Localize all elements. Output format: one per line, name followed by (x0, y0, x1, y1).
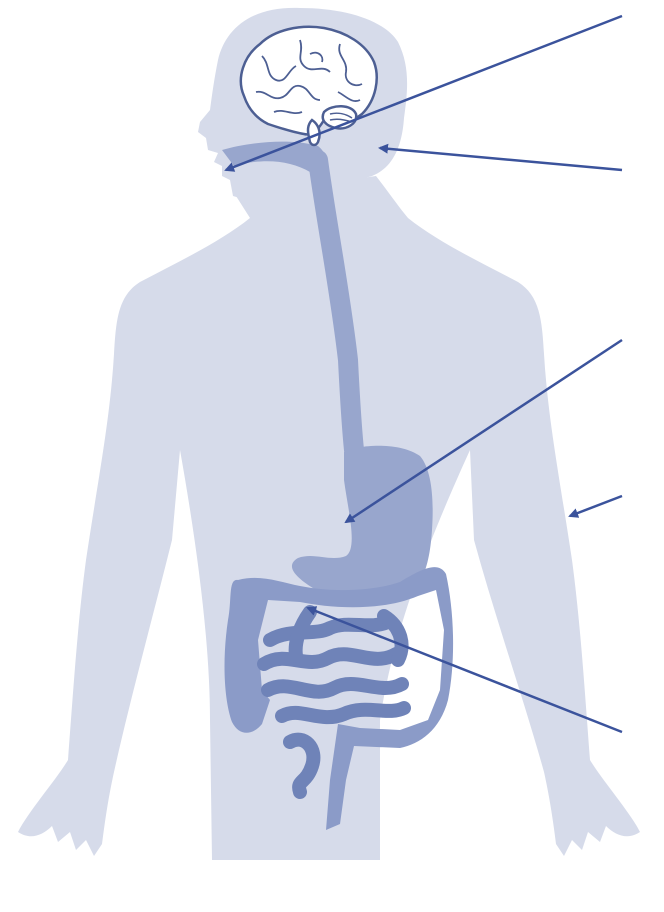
arrow-to-arm (570, 496, 622, 516)
human-body-silhouette (18, 8, 640, 860)
arrow-to-back-of-head (380, 148, 622, 170)
